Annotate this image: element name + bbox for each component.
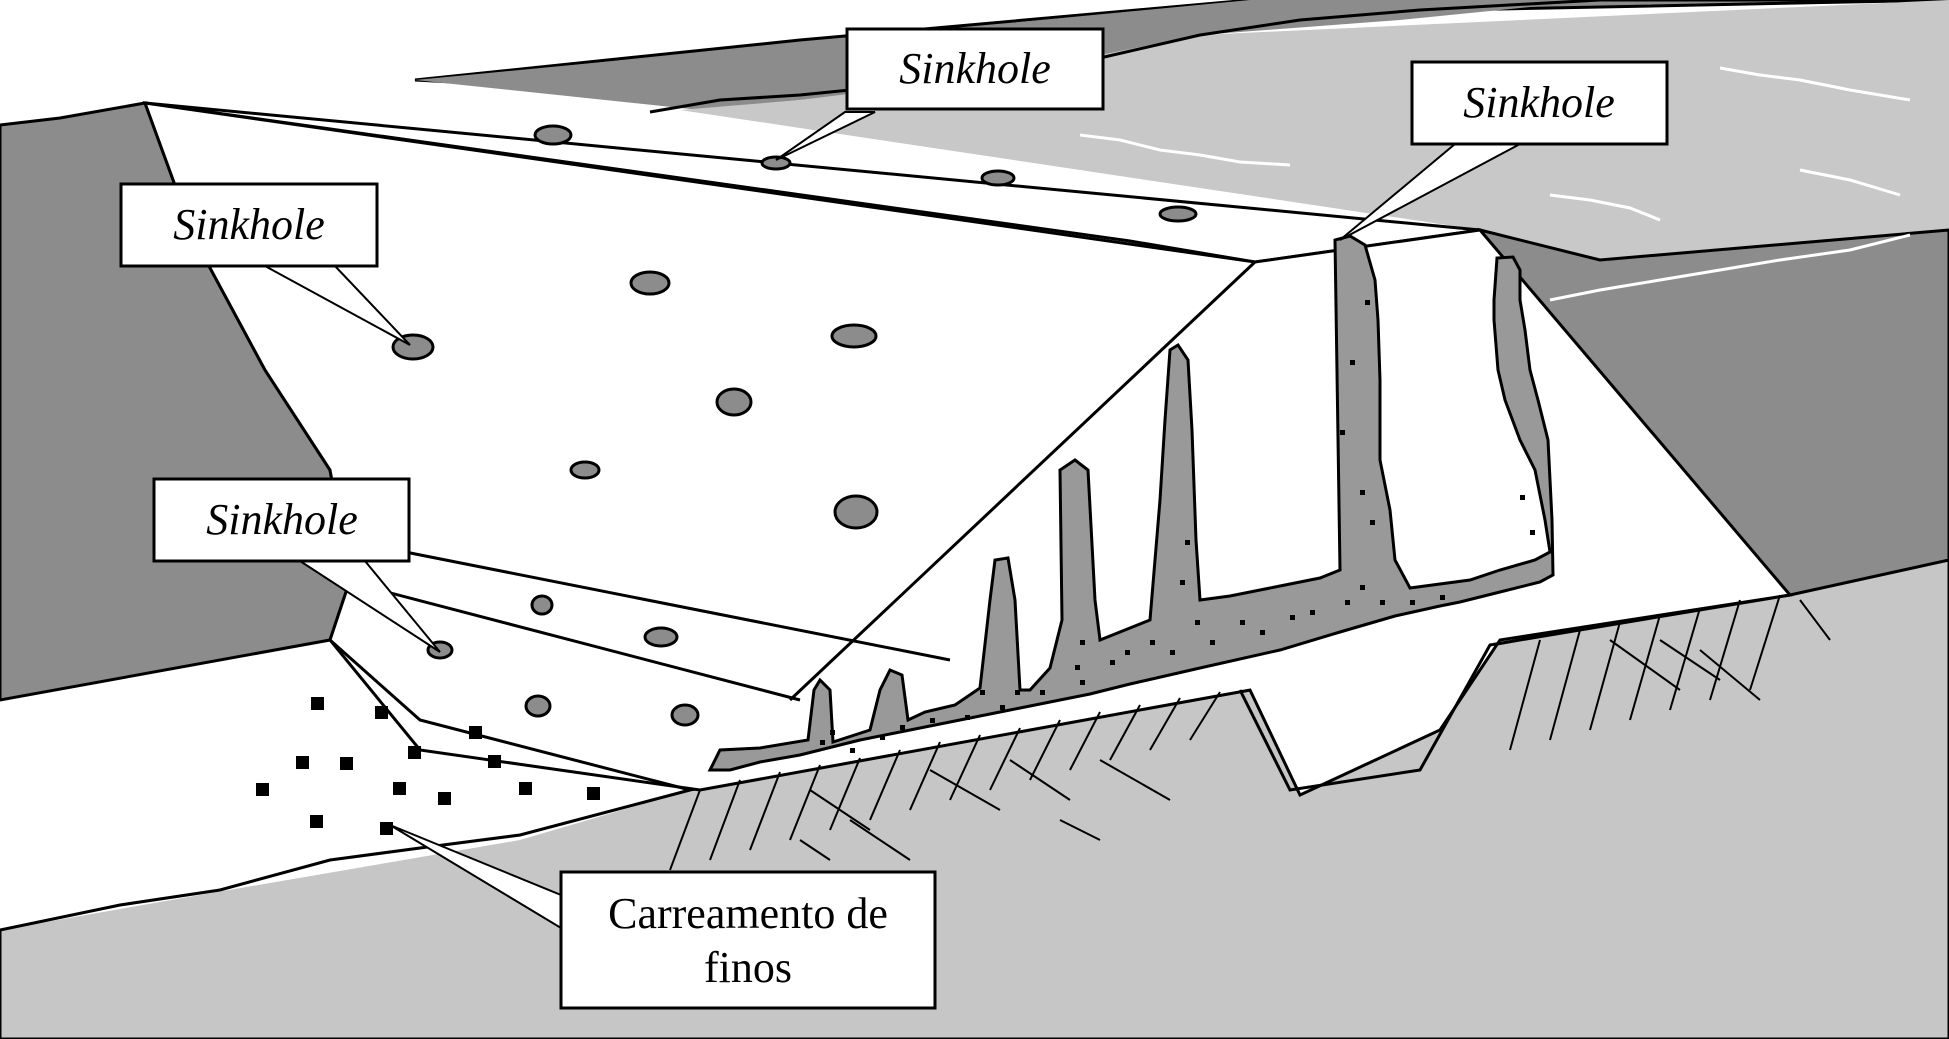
dam-berms: [329, 260, 1257, 792]
downstream-channel-edge: [0, 788, 691, 932]
pipe-speckles: [820, 300, 1535, 753]
callout-sinkhole-left-lower: Sinkhole: [152, 477, 441, 653]
face-sinkholes: [391, 270, 879, 727]
downstream-channel: [0, 640, 690, 930]
callout-sinkhole-top: Sinkhole: [775, 27, 1105, 161]
label-sinkhole-left-lower: Sinkhole: [206, 495, 358, 544]
label-sinkhole-right: Sinkhole: [1463, 78, 1615, 127]
callout-fines: Carreamento de finos: [389, 824, 937, 1010]
label-fines-line2: finos: [704, 943, 792, 992]
water-waves: [1079, 66, 1911, 302]
erosion-pipe-network: [707, 234, 1555, 772]
crest-sinkholes: [533, 124, 1198, 223]
toe-trench: [1238, 593, 1791, 792]
foundation-hatching: [669, 594, 1831, 871]
callout-sinkhole-left-upper: Sinkhole: [119, 182, 411, 346]
label-sinkhole-top: Sinkhole: [899, 44, 1051, 93]
label-sinkhole-left-upper: Sinkhole: [173, 200, 325, 249]
callout-sinkhole-right: Sinkhole: [1339, 60, 1669, 241]
label-fines-line1: Carreamento de: [608, 889, 888, 938]
fines-particles: [256, 697, 600, 835]
